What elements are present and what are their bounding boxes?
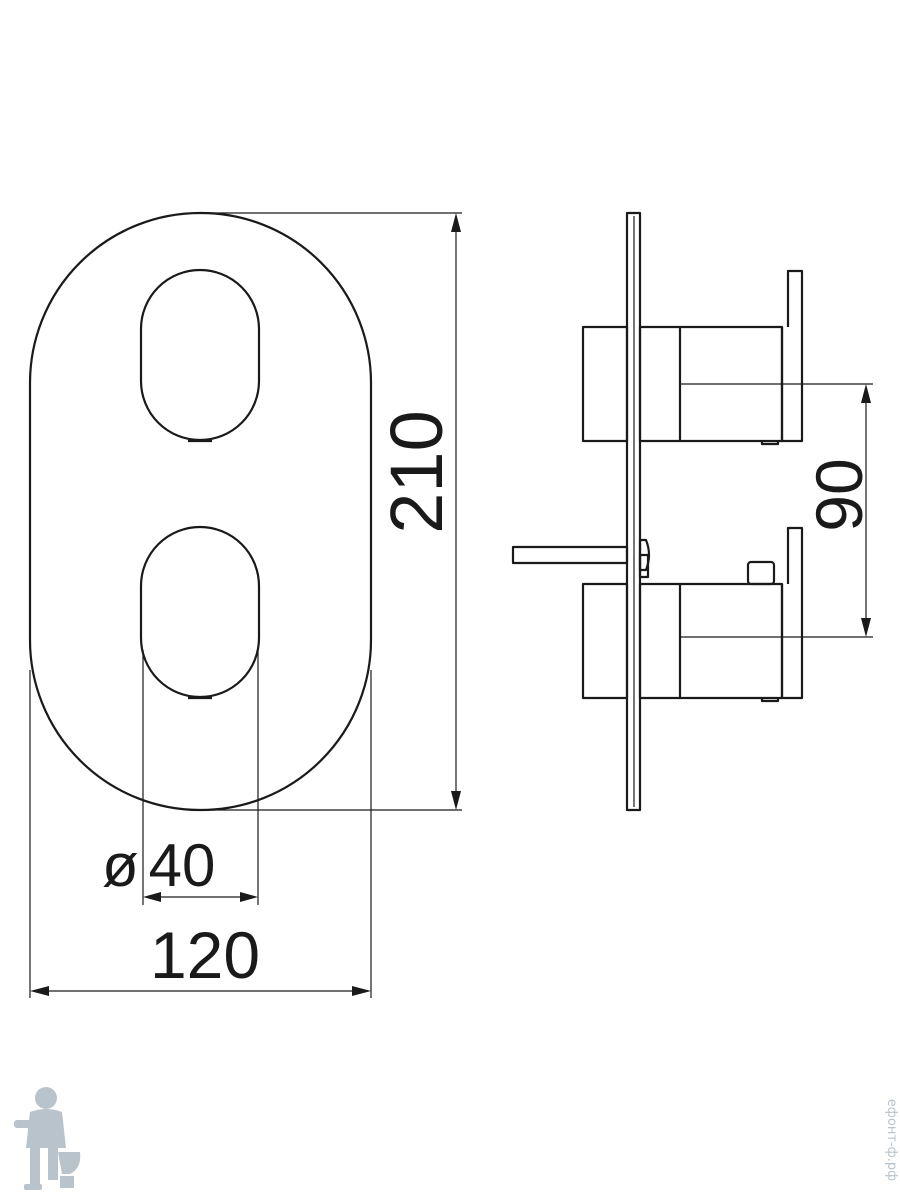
lower-handle-body <box>638 582 784 700</box>
arrow-right-icon <box>240 892 258 902</box>
lower-cartridge-body <box>581 582 629 700</box>
arrow-up-icon <box>451 213 461 232</box>
arrow-up-icon <box>861 384 871 403</box>
height-dimension-label: 210 <box>375 410 458 533</box>
side-dimensions: 90 <box>680 383 876 638</box>
spacing-dimension-label: 90 <box>802 458 876 531</box>
arrow-right-icon <box>352 986 371 996</box>
cover-plate-outline <box>28 211 373 812</box>
lower-lever <box>780 526 804 700</box>
watermark-text: ефонт-ф.рф <box>884 1099 899 1181</box>
stop-button <box>746 560 776 586</box>
arrow-down-icon <box>451 791 461 810</box>
side-plate <box>625 211 642 812</box>
diameter-value: 40 <box>149 832 216 899</box>
front-view <box>28 211 373 812</box>
spout-pin <box>511 545 629 565</box>
arrow-down-icon <box>861 618 871 637</box>
upper-knob-outline <box>139 268 261 442</box>
upper-cartridge-body <box>581 325 629 443</box>
lower-knob-outline <box>139 525 261 699</box>
side-view <box>511 211 804 812</box>
arrow-left-icon <box>143 892 161 902</box>
arrow-left-icon <box>30 986 49 996</box>
upper-lever <box>780 269 804 443</box>
plumber-mascot-logo <box>14 1087 81 1190</box>
width-dimension-label: 120 <box>150 918 260 992</box>
diameter-symbol: ø <box>102 832 139 899</box>
